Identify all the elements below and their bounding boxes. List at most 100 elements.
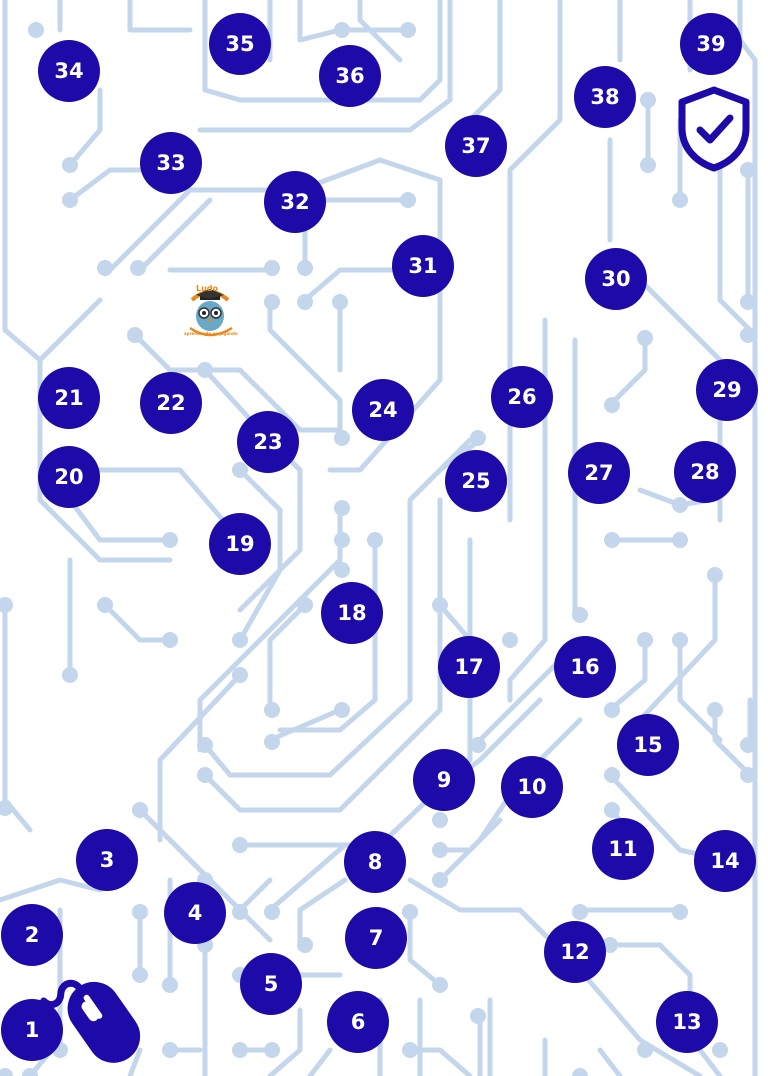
circuit-pad [334,562,350,578]
circuit-pad [232,904,248,920]
circuit-pad [672,532,688,548]
dot-26[interactable]: 26 [491,366,553,428]
circuit-pad [400,192,416,208]
dot-30[interactable]: 30 [585,248,647,310]
circuit-pad [97,597,113,613]
circuit-pad [400,22,416,38]
circuit-trace [637,572,718,723]
dot-28[interactable]: 28 [674,441,736,503]
circuit-trace [67,87,103,168]
circuit-trace [297,877,348,948]
dot-10[interactable]: 10 [501,756,563,818]
circuit-trace [67,167,143,203]
dot-8[interactable]: 8 [344,831,406,893]
circuit-trace [357,0,403,63]
circuit-trace [267,297,343,443]
circuit-pad [0,597,13,613]
circuit-pad [297,294,313,310]
circuit-pad [264,702,280,718]
dot-35[interactable]: 35 [209,13,271,75]
circuit-pad [334,430,350,446]
circuit-pad [432,842,448,858]
circuit-pad [604,702,620,718]
dot-33[interactable]: 33 [140,132,202,194]
circuit-pad [470,737,486,753]
dot-39[interactable]: 39 [680,13,742,75]
circuit-pad [334,22,350,38]
dot-2[interactable]: 2 [1,904,63,966]
circuit-pad [637,632,653,648]
circuit-pad [637,330,653,346]
circuit-pad [672,497,688,513]
circuit-pad [740,767,756,783]
circuit-pad [604,767,620,783]
circuit-pad [127,327,143,343]
dot-11[interactable]: 11 [592,818,654,880]
circuit-pad [232,632,248,648]
dot-12[interactable]: 12 [544,921,606,983]
circuit-pad [132,904,148,920]
circuit-pad [640,92,656,108]
circuit-trace [107,157,443,473]
circuit-pad [707,567,723,583]
circuit-pad [572,904,588,920]
dot-5[interactable]: 5 [240,953,302,1015]
dot-29[interactable]: 29 [696,359,758,421]
dot-38[interactable]: 38 [574,66,636,128]
circuit-pad [334,532,350,548]
dot-6[interactable]: 6 [327,991,389,1053]
dot-15[interactable]: 15 [617,714,679,776]
circuit-trace [197,0,453,133]
circuit-pad [432,977,448,993]
dot-24[interactable]: 24 [352,379,414,441]
circuit-pad [640,157,656,173]
dot-3[interactable]: 3 [76,829,138,891]
circuit-trace [437,717,583,883]
dot-19[interactable]: 19 [209,513,271,575]
circuit-pad [740,327,756,343]
circuit-pad [672,632,688,648]
dot-32[interactable]: 32 [264,171,326,233]
dot-20[interactable]: 20 [38,446,100,508]
dot-4[interactable]: 4 [164,882,226,944]
circuit-pad [264,260,280,276]
mascot-brand-text: Ludo [196,284,219,293]
circuit-pad [97,260,113,276]
circuit-pad [432,597,448,613]
dot-36[interactable]: 36 [319,45,381,107]
circuit-pad [334,500,350,516]
dot-22[interactable]: 22 [140,372,202,434]
circuit-pad [470,430,486,446]
circuit-trace [407,907,443,988]
circuit-pad [432,872,448,888]
dot-16[interactable]: 16 [554,636,616,698]
dot-34[interactable]: 34 [38,40,100,102]
circuit-pad [637,1042,653,1058]
dot-18[interactable]: 18 [321,582,383,644]
circuit-trace [267,1007,303,1076]
dot-13[interactable]: 13 [656,991,718,1053]
circuit-pad [367,532,383,548]
dot-14[interactable]: 14 [694,830,756,892]
dot-21[interactable]: 21 [38,367,100,429]
circuit-pad [0,800,13,816]
dot-31[interactable]: 31 [392,235,454,297]
circuit-trace [202,367,303,613]
dot-1[interactable]: 1 [1,999,63,1061]
dot-9[interactable]: 9 [413,749,475,811]
circuit-pad [740,294,756,310]
dot-27[interactable]: 27 [568,442,630,504]
dot-17[interactable]: 17 [438,636,500,698]
circuit-trace [712,707,753,778]
circuit-pad [232,462,248,478]
circuit-pad [197,737,213,753]
dot-37[interactable]: 37 [445,115,507,177]
dot-23[interactable]: 23 [237,411,299,473]
circuit-trace [297,0,413,43]
circuit-trace [467,0,503,123]
circuit-pad [62,157,78,173]
dot-25[interactable]: 25 [445,450,507,512]
circuit-pad [162,977,178,993]
dot-7[interactable]: 7 [345,907,407,969]
circuit-pad [402,904,418,920]
